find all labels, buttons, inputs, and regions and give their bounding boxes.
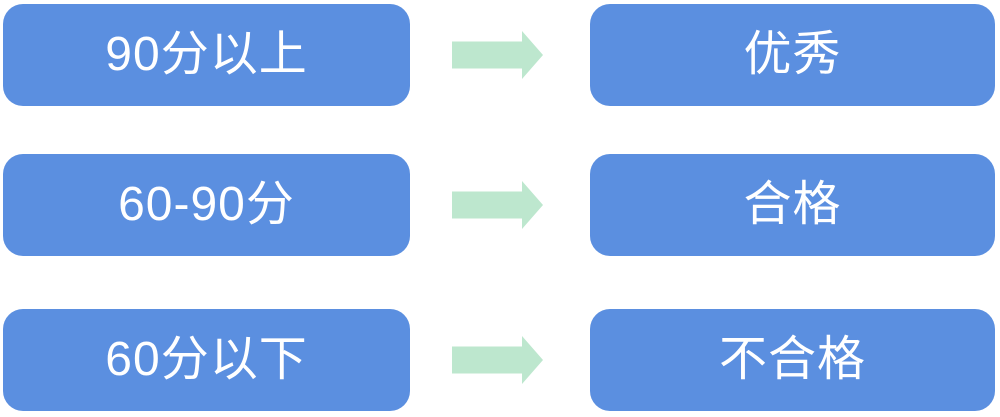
right-arrow-icon: [452, 181, 543, 229]
right-arrow-icon: [452, 31, 543, 79]
score-range-label: 60分以下: [105, 333, 308, 386]
score-range-label: 60-90分: [118, 178, 295, 231]
grade-box: 合格: [590, 154, 995, 256]
grade-label: 不合格: [718, 333, 866, 386]
grade-label: 优秀: [743, 28, 842, 81]
grade-box: 优秀: [590, 4, 995, 106]
grade-label: 合格: [743, 178, 842, 231]
score-range-box: 60分以下: [3, 309, 410, 411]
grade-box: 不合格: [590, 309, 995, 411]
score-range-box: 90分以上: [3, 4, 410, 106]
right-arrow-icon: [452, 336, 543, 384]
score-range-box: 60-90分: [3, 154, 410, 256]
score-range-label: 90分以上: [105, 28, 308, 81]
mapping-row-excellent: 90分以上 优秀: [0, 4, 1000, 106]
mapping-row-fail: 60分以下 不合格: [0, 309, 1000, 411]
mapping-row-pass: 60-90分 合格: [0, 154, 1000, 256]
